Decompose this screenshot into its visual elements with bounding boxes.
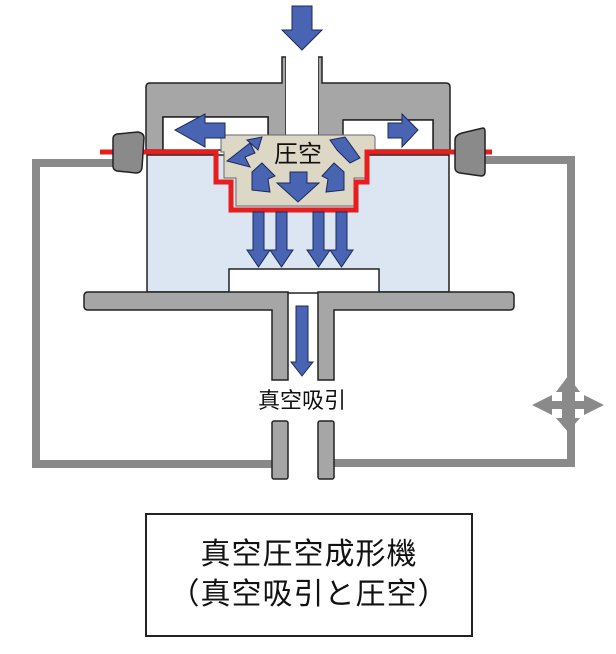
four-way-arrow-icon (532, 376, 604, 432)
return-pipe (32, 156, 575, 468)
vacuum-pipe-stub-right (317, 420, 335, 480)
arrow-vacuum-3 (306, 211, 331, 268)
caption-title: 真空圧空成形機 (200, 537, 418, 572)
caption-box: 真空圧空成形機 （真空吸引と圧空） (145, 513, 473, 637)
arrow-lower-right (321, 162, 345, 193)
arrow-vacuum-1 (246, 211, 271, 268)
arrow-vacuum-4 (329, 211, 354, 268)
arrow-vacuum-outlet (289, 305, 315, 377)
return-pipe-right (328, 156, 575, 467)
vacuum-pipe-stub-left (271, 420, 289, 480)
air-inlet-arrow (280, 5, 324, 51)
base-plate-right (317, 291, 515, 381)
vacuum-suction-label: 真空吸引 (258, 389, 346, 414)
arrow-upper-left (225, 136, 263, 168)
arrow-upper-right (329, 136, 361, 164)
return-pipe-left (32, 159, 277, 468)
mold-block (228, 268, 380, 294)
air-arrows (173, 5, 419, 377)
heated-sheet (100, 149, 492, 213)
arrow-lower-center (275, 171, 321, 203)
arrow-lower-left (251, 162, 276, 193)
arrow-right-outlet (387, 112, 419, 149)
arrow-vacuum-2 (269, 211, 294, 268)
arrow-left-outlet (173, 113, 226, 148)
base-plate-left (83, 291, 289, 381)
caption-subtitle: （真空吸引と圧空） (169, 577, 449, 612)
pressure-air-label: 圧空 (274, 140, 322, 168)
clamp-left (112, 131, 145, 174)
clamp-right (454, 127, 486, 177)
